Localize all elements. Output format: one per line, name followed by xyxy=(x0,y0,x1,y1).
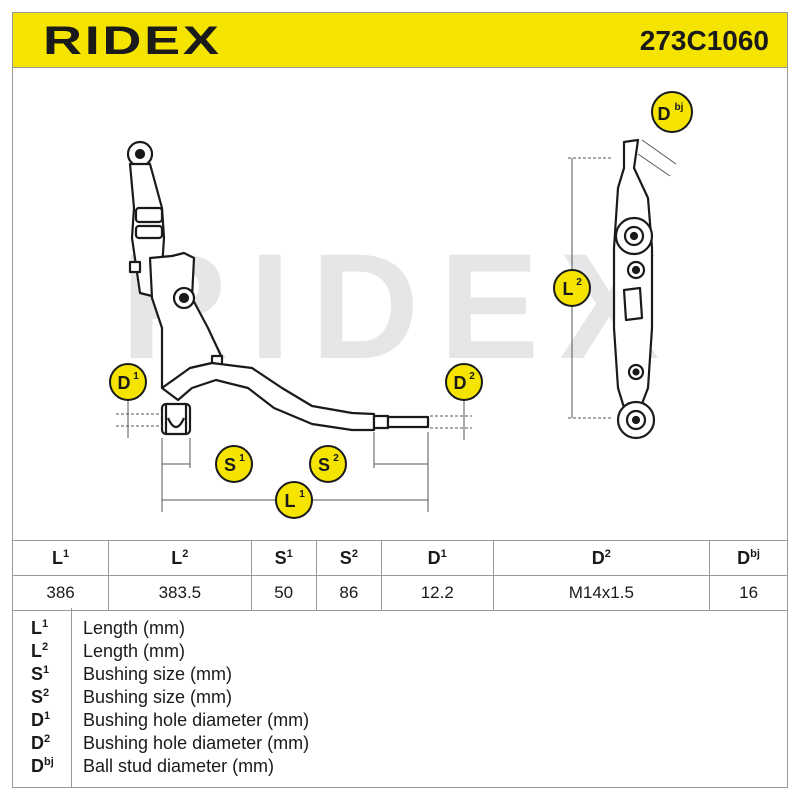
legend-item: L1 Length (mm) xyxy=(31,618,186,638)
spec-value-cell: 50 xyxy=(250,575,317,611)
badge-l1: L 1 xyxy=(275,481,313,519)
legend-divider xyxy=(71,608,72,787)
svg-text:L: L xyxy=(563,279,574,299)
badge-l2: L 2 xyxy=(553,269,591,307)
svg-text:1: 1 xyxy=(299,489,305,500)
badge-dbj: D bj xyxy=(651,91,693,133)
control-arm-side-view xyxy=(612,138,656,440)
legend-item: Dbj Ball stud diameter (mm) xyxy=(31,756,275,776)
spec-header-cell: Dbj xyxy=(709,540,788,576)
legend-item: L2 Length (mm) xyxy=(31,641,186,661)
svg-text:D: D xyxy=(454,373,467,393)
svg-text:S: S xyxy=(224,455,236,475)
spec-value-cell: 86 xyxy=(315,575,382,611)
badge-s2: S 2 xyxy=(309,445,347,483)
legend-item: D1 Bushing hole diameter (mm) xyxy=(31,710,310,730)
svg-text:1: 1 xyxy=(133,371,139,382)
spec-table: L1 L2 S1 S2 D1 D2 Dbj 386 383.5 50 86 12… xyxy=(11,540,788,611)
svg-text:2: 2 xyxy=(469,371,475,382)
svg-text:S: S xyxy=(318,455,330,475)
svg-text:L: L xyxy=(285,491,296,511)
header-bar: RIDEX 273C1060 xyxy=(12,12,788,68)
spec-header-cell: D2 xyxy=(492,540,711,576)
svg-text:D: D xyxy=(118,373,131,393)
spec-header-cell: S1 xyxy=(250,540,317,576)
spec-table-value-row: 386 383.5 50 86 12.2 M14x1.5 16 xyxy=(11,575,788,611)
part-number: 273C1060 xyxy=(639,25,769,56)
badge-s1: S 1 xyxy=(215,445,253,483)
spec-value-cell: 12.2 xyxy=(380,575,494,611)
badge-d1: D 1 xyxy=(109,363,147,401)
legend-box: L1 Length (mm) L2 Length (mm) S1 Bushing… xyxy=(12,608,788,788)
svg-text:1: 1 xyxy=(239,453,245,464)
svg-text:bj: bj xyxy=(675,102,684,113)
spec-table-header-row: L1 L2 S1 S2 D1 D2 Dbj xyxy=(11,540,788,576)
legend-item: S2 Bushing size (mm) xyxy=(31,687,233,707)
spec-header-cell: S2 xyxy=(315,540,382,576)
control-arm-front-view xyxy=(126,140,430,436)
spec-header-cell: L2 xyxy=(108,540,252,576)
legend-item: D2 Bushing hole diameter (mm) xyxy=(31,733,310,753)
badge-d2: D 2 xyxy=(445,363,483,401)
spec-header-cell: D1 xyxy=(380,540,494,576)
brand-logo: RIDEX xyxy=(43,19,222,63)
spec-value-cell: 386 xyxy=(11,575,110,611)
spec-header-cell: L1 xyxy=(11,540,110,576)
svg-text:2: 2 xyxy=(333,453,339,464)
dimension-lines xyxy=(116,398,472,512)
spec-value-cell: 16 xyxy=(709,575,788,611)
spec-value-cell: M14x1.5 xyxy=(492,575,711,611)
svg-text:2: 2 xyxy=(576,277,582,288)
svg-text:D: D xyxy=(658,104,671,124)
legend-item: S1 Bushing size (mm) xyxy=(31,664,233,684)
technical-drawing: RIDEX xyxy=(109,91,693,519)
spec-value-cell: 383.5 xyxy=(108,575,252,611)
